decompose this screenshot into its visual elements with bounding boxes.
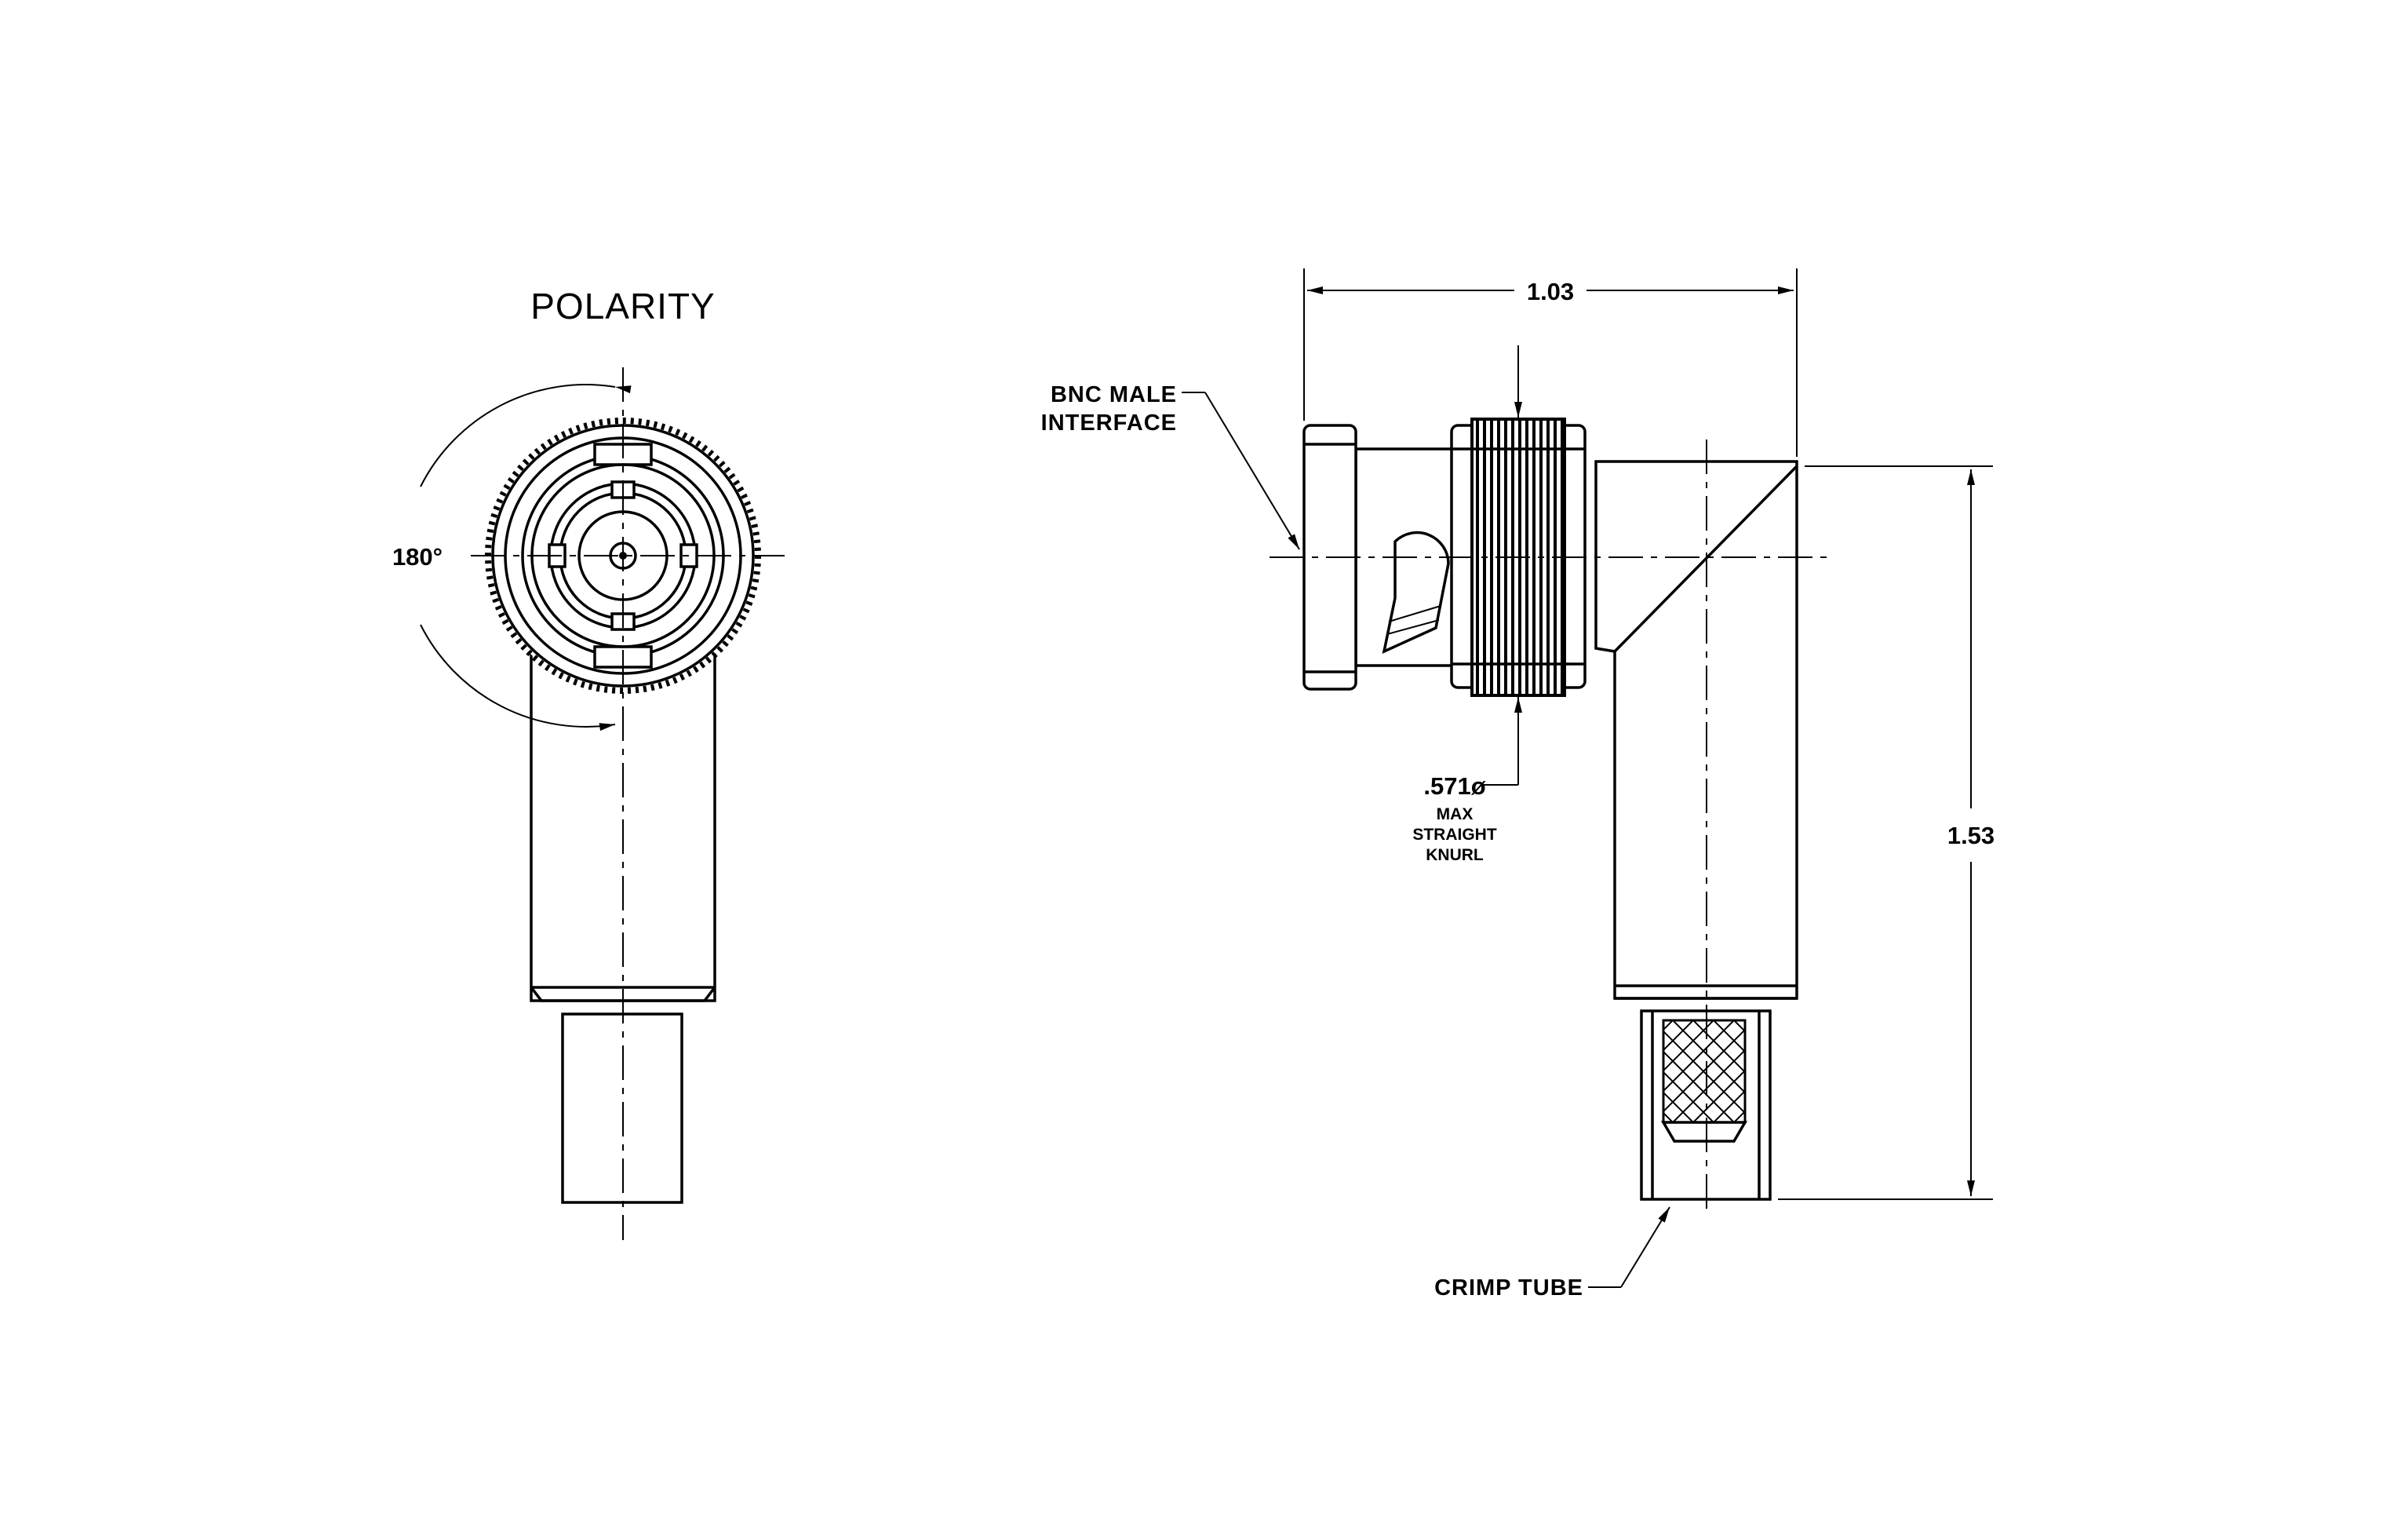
- side-view: 1.03 1.53 .571ø MAX STRAIGHT KNURL BNC M…: [1041, 268, 1995, 1301]
- knurl-diameter: .571ø: [1423, 772, 1485, 800]
- crimp-tube-label: CRIMP TUBE: [1434, 1275, 1583, 1301]
- height-dimension: 1.53: [1947, 822, 1995, 849]
- ferrule-taper: [1660, 1121, 1748, 1143]
- elbow-body: [1594, 460, 1798, 1000]
- bnc-leader: [1204, 392, 1300, 550]
- rotation-arc-top: [420, 384, 632, 487]
- knurl-note-straight: STRAIGHT: [1412, 826, 1497, 844]
- knurl-note-knurl: KNURL: [1426, 846, 1484, 864]
- knurl-note-max: MAX: [1437, 805, 1474, 823]
- crimp-tube-leader: [1620, 1206, 1670, 1288]
- bnc-label-line2: INTERFACE: [1041, 410, 1177, 436]
- braid-crosshatch: [1662, 1019, 1747, 1124]
- width-dimension: 1.03: [1527, 278, 1574, 305]
- end-view: POLARITY 180°: [392, 286, 785, 1240]
- polarity-title: POLARITY: [530, 286, 716, 327]
- angle-label: 180°: [392, 543, 443, 571]
- bnc-label-line1: BNC MALE: [1051, 382, 1177, 407]
- rotation-arc-bottom: [420, 624, 616, 731]
